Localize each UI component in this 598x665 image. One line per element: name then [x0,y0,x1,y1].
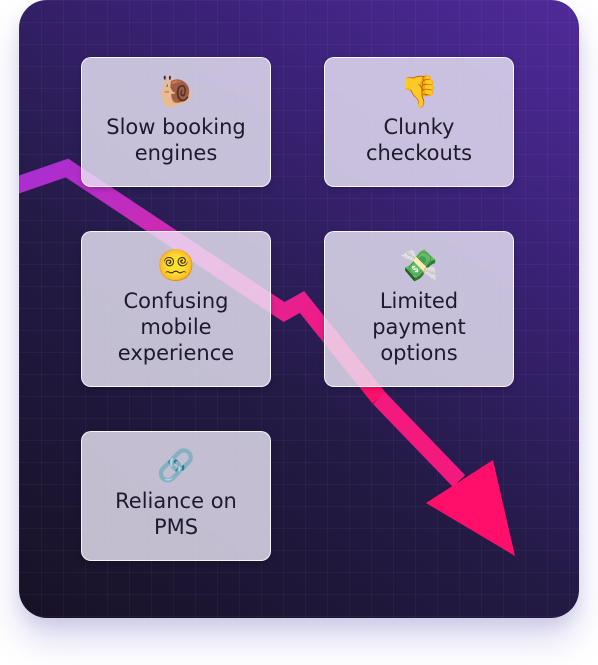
arrow-shaft [372,392,466,487]
tile-confusing-mobile-experience: 😵‍💫 Confusing mobile experience [81,231,271,387]
tile-clunky-checkouts: 👎 Clunky checkouts [324,57,514,187]
tile-reliance-on-pms: 🔗 Reliance on PMS [81,431,271,561]
tile-label: Clunky checkouts [365,115,473,165]
tile-limited-payment-options: 💸 Limited payment options [324,231,514,387]
arrow-head [426,460,515,556]
tile-label: Slow booking engines [106,115,246,165]
tile-label: Reliance on PMS [115,489,237,539]
problems-card: 🐌 Slow booking engines 👎 Clunky checkout… [19,0,579,618]
thumbs-down-icon: 👎 [399,74,439,110]
tile-label: Limited payment options [372,289,466,365]
chain-link-icon: 🔗 [156,448,196,484]
tile-label: Confusing mobile experience [117,289,235,365]
tile-slow-booking-engines: 🐌 Slow booking engines [81,57,271,187]
snail-icon: 🐌 [156,74,196,110]
money-with-wings-icon: 💸 [399,248,439,284]
dizzy-face-icon: 😵‍💫 [156,248,196,284]
